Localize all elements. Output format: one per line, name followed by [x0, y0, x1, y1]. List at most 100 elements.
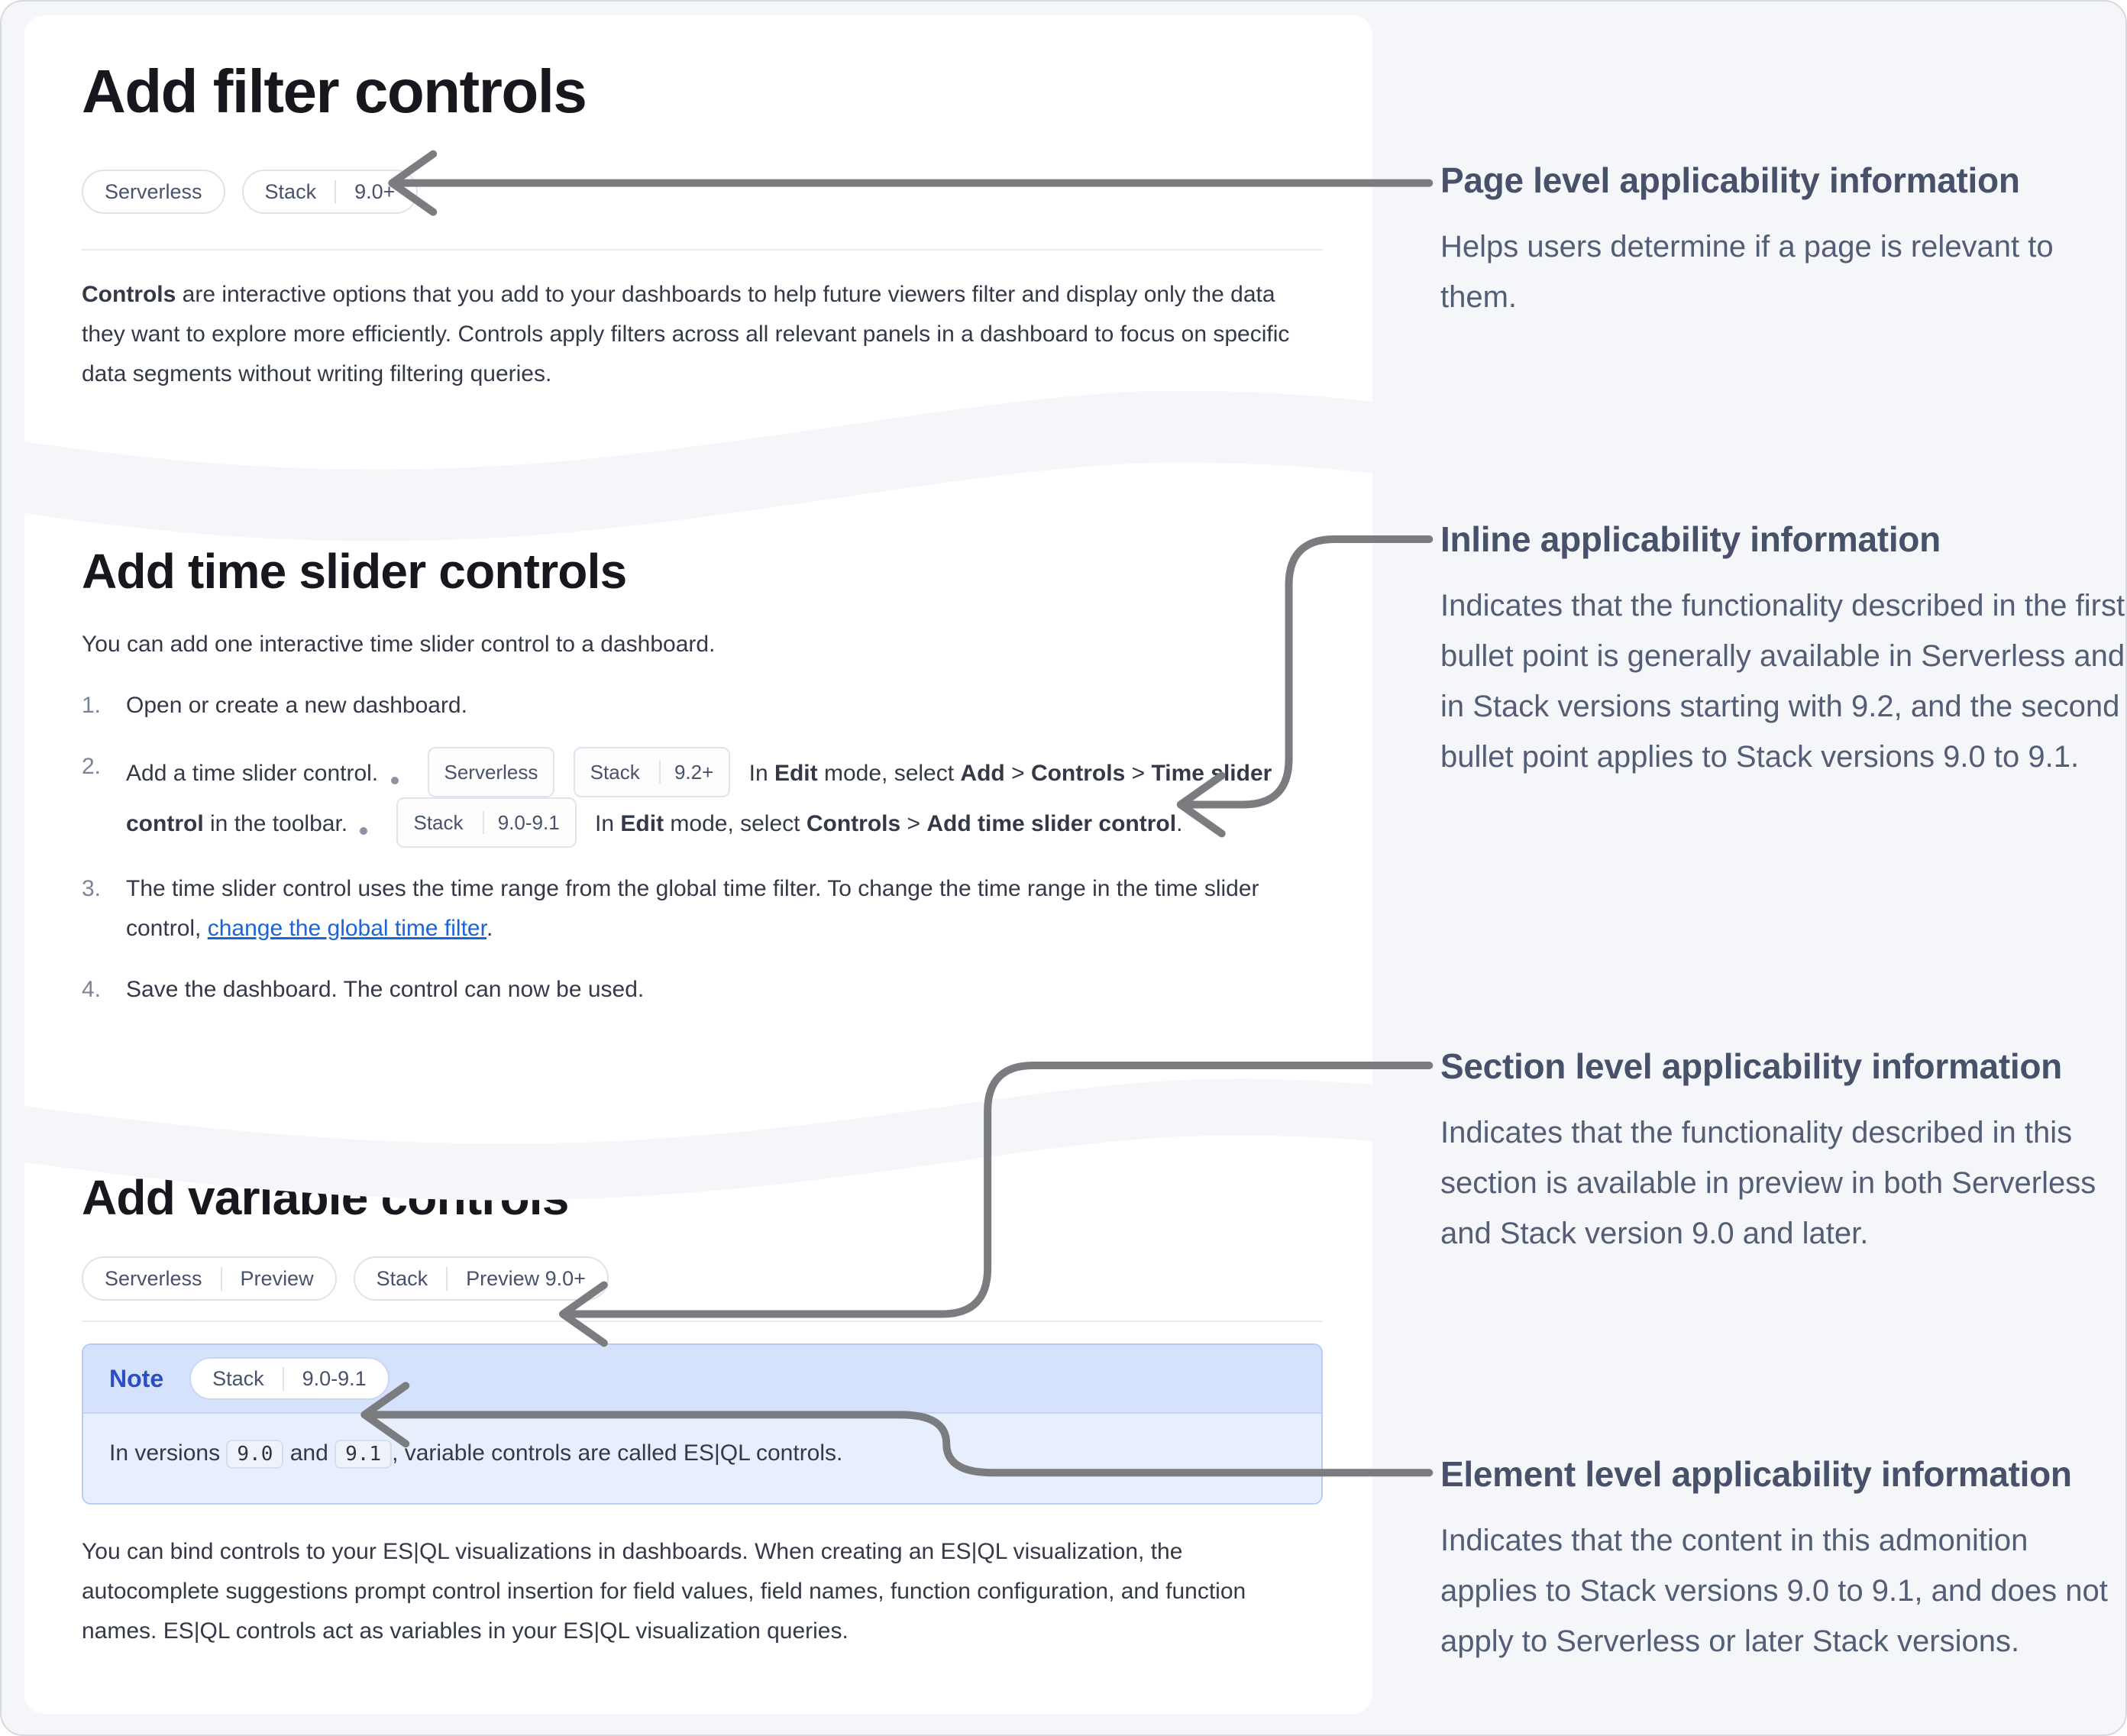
badge-label: Serverless [105, 179, 202, 203]
annotation-section-level: Section level applicability information … [1440, 1045, 2125, 1259]
text: mode, select [664, 810, 807, 836]
section-title-time-slider: Add time slider controls [82, 544, 627, 599]
list-item-2: 2. Add a time slider control. Serverless [82, 746, 1323, 848]
content-column: Add filter controls Serverless Stack 9.0… [24, 15, 1372, 1714]
badge-version: 9.0-9.1 [482, 810, 560, 834]
page-badges-row: Serverless Stack 9.0+ [82, 170, 1323, 214]
bullet-text: In Edit mode, select Controls > Add time… [595, 811, 1182, 836]
section-add-time-slider-controls: Add time slider controls You can add one… [82, 544, 1323, 1010]
annotation-body: Indicates that the content in this admon… [1440, 1523, 2108, 1658]
bold-text: Add [960, 760, 1005, 786]
badge-serverless[interactable]: Serverless [82, 170, 225, 214]
text: . [1176, 810, 1183, 836]
bold-text: Edit [774, 760, 818, 786]
inline-link[interactable]: change the global time filter [207, 915, 486, 941]
note-title: Note [109, 1364, 164, 1392]
badge-note-stack-9-0-9-1[interactable]: Stack 9.0-9.1 [189, 1357, 390, 1401]
text: In [595, 810, 621, 836]
text: Open or create a new dashboard. [126, 692, 467, 718]
list-number: 4. [82, 976, 102, 1002]
note-admonition: Note Stack 9.0-9.1 In versions 9.0 and 9… [82, 1343, 1323, 1505]
annotation-body: Helps users determine if a page is relev… [1440, 229, 2054, 314]
closing-paragraph: You can bind controls to your ES|QL visu… [82, 1539, 1246, 1644]
section-add-variable-controls: Add variable controls Serverless Preview… [82, 1170, 1323, 1652]
bold-text: Controls [1030, 760, 1126, 786]
list-number: 2. [82, 753, 102, 779]
text: , variable controls are called ES|QL con… [392, 1440, 843, 1466]
list-item-4: 4. Save the dashboard. The control can n… [82, 970, 1323, 1010]
text: are interactive options that you add to … [82, 282, 1290, 386]
list-item-body: Add a time slider control. Serverless St… [126, 746, 1323, 848]
list-item-1: 1. Open or create a new dashboard. [82, 686, 1323, 726]
inline-code: 9.1 [335, 1440, 393, 1469]
note-header: Note Stack 9.0-9.1 [83, 1345, 1321, 1414]
badge-version: 9.0-9.1 [282, 1366, 367, 1391]
annotation-inline-level: Inline applicability information Indicat… [1440, 518, 2125, 782]
section-intro: You can add one interactive time slider … [82, 631, 716, 657]
divider [82, 249, 1323, 251]
divider [82, 1321, 1323, 1323]
bold-text: Controls [82, 282, 176, 307]
bold-text: Add time slider control [926, 810, 1177, 836]
annotation-title: Inline applicability information [1440, 519, 1941, 559]
section-badges-row: Serverless Preview Stack Preview 9.0+ [82, 1256, 1323, 1301]
list-item-text: Open or create a new dashboard. [126, 686, 1323, 726]
annotation-title: Section level applicability information [1440, 1046, 2062, 1086]
annotation-title: Element level applicability information [1440, 1454, 2072, 1494]
text: mode, select [817, 760, 961, 786]
badge-label: Stack [413, 810, 464, 834]
badge-version: 9.0+ [335, 179, 395, 204]
text: Add a time slider control. [126, 760, 379, 786]
badge-stack-9-0-9-1[interactable]: Stack 9.0-9.1 [396, 797, 577, 848]
badge-lifecycle: Preview [220, 1266, 314, 1291]
badge-label: Stack [264, 179, 317, 203]
bold-text: Edit [620, 810, 664, 836]
badge-label: Stack [212, 1366, 264, 1390]
list-item-text: The time slider control uses the time ra… [126, 869, 1323, 949]
annotation-body: Indicates that the functionality describ… [1440, 588, 2125, 774]
badge-version: 9.2+ [658, 760, 714, 784]
text: The time slider control uses the time ra… [126, 875, 1259, 941]
badge-stack-9-2[interactable]: Stack 9.2+ [573, 746, 731, 797]
badge-stack-9-0[interactable]: Stack 9.0+ [241, 170, 419, 214]
badge-lifecycle-version: Preview 9.0+ [446, 1266, 586, 1291]
list-number: 3. [82, 875, 102, 901]
annotation-element-level: Element level applicability information … [1440, 1453, 2125, 1666]
annotation-title: Page level applicability information [1440, 160, 2020, 200]
badge-label: Serverless [105, 1266, 202, 1290]
list-item-text: Add a time slider control. [126, 761, 378, 786]
bullet-dot-icon [390, 776, 399, 784]
text: in the toolbar. [203, 810, 348, 836]
badge-serverless-preview[interactable]: Serverless Preview [82, 1256, 337, 1301]
text: and [283, 1440, 335, 1466]
text: In versions [109, 1440, 227, 1466]
badge-label: Serverless [444, 760, 538, 784]
annotation-body: Indicates that the functionality describ… [1440, 1115, 2096, 1250]
section-add-filter-controls: Add filter controls Serverless Stack 9.0… [82, 57, 1323, 394]
text: > [900, 810, 927, 836]
badge-serverless[interactable]: Serverless [427, 746, 555, 797]
intro-paragraph: Controls are interactive options that yo… [82, 275, 1323, 394]
inline-code: 9.0 [226, 1440, 284, 1469]
bullet-item-stack-90-91: Stack 9.0-9.1 In Edit mode, select Contr… [354, 797, 1182, 848]
list-item-3: 3. The time slider control uses the time… [82, 869, 1323, 949]
badge-label: Stack [376, 1266, 428, 1290]
text: . [486, 915, 493, 941]
section-title-variable: Add variable controls [82, 1169, 569, 1225]
page-title: Add filter controls [82, 57, 587, 125]
note-body: In versions 9.0 and 9.1, variable contro… [83, 1414, 1321, 1504]
badge-label: Stack [590, 760, 640, 784]
bullet-dot-icon [360, 826, 368, 835]
text: > [1004, 760, 1031, 786]
annotation-page-level: Page level applicability information Hel… [1440, 159, 2125, 322]
wave-separator-1 [24, 390, 1372, 541]
ordered-list: 1. Open or create a new dashboard. 2. Ad… [82, 686, 1323, 1010]
text: > [1125, 760, 1152, 786]
text: Save the dashboard. The control can now … [126, 976, 645, 1002]
list-number: 1. [82, 692, 102, 718]
bold-text: Controls [806, 810, 901, 836]
list-item-text: Save the dashboard. The control can now … [126, 970, 1323, 1010]
badge-stack-preview-9-0[interactable]: Stack Preview 9.0+ [353, 1256, 609, 1301]
